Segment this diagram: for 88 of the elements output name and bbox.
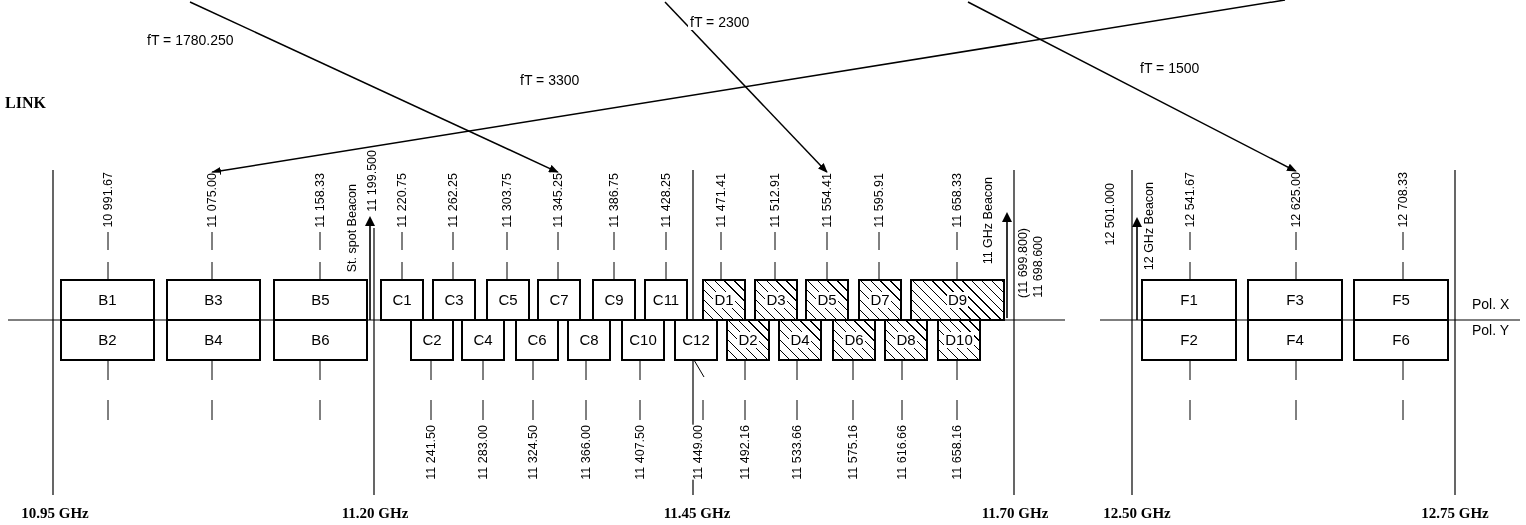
channel-box bbox=[674, 319, 718, 361]
channel-label: C9 bbox=[603, 292, 625, 308]
channel-label: C8 bbox=[578, 332, 600, 348]
channel-label: D3 bbox=[765, 292, 787, 308]
link-heading: LINK bbox=[5, 94, 46, 112]
channel-label: C2 bbox=[421, 332, 443, 348]
channel-label: C3 bbox=[443, 292, 465, 308]
hatched-channel-box bbox=[832, 319, 876, 361]
channel-label: B2 bbox=[97, 332, 118, 348]
channel-label: D10 bbox=[944, 332, 974, 348]
channel-label: F5 bbox=[1391, 292, 1411, 308]
hatched-channel-box bbox=[805, 279, 849, 321]
channel-box bbox=[592, 279, 636, 321]
channel-label: D7 bbox=[869, 292, 891, 308]
edge-label: fT = 1780.250 bbox=[145, 32, 236, 48]
channel-box bbox=[273, 279, 368, 321]
channel-label: D4 bbox=[789, 332, 811, 348]
channel-label: B3 bbox=[203, 292, 224, 308]
channel-box bbox=[166, 319, 261, 361]
channel-label: D1 bbox=[713, 292, 735, 308]
channel-label: F4 bbox=[1285, 332, 1305, 348]
edge-label: fT = 1500 bbox=[1138, 60, 1202, 76]
hatched-channel-box bbox=[910, 279, 1005, 321]
channel-box bbox=[621, 319, 665, 361]
channel-label: C7 bbox=[548, 292, 570, 308]
channel-box bbox=[166, 279, 261, 321]
edge-label: fT = 3300 bbox=[518, 72, 582, 88]
channel-box bbox=[432, 279, 476, 321]
hatched-channel-box bbox=[702, 279, 746, 321]
channel-box bbox=[380, 279, 424, 321]
arrow bbox=[967, 1, 1297, 173]
channel-label: C6 bbox=[526, 332, 548, 348]
channel-box bbox=[1247, 279, 1343, 321]
polarization-label: Pol. X bbox=[1472, 296, 1510, 312]
channel-box bbox=[273, 319, 368, 361]
arrow bbox=[664, 1, 828, 174]
band-edge-label: 11.70 GHz bbox=[981, 505, 1049, 522]
channel-box bbox=[60, 279, 155, 321]
channel-label: C5 bbox=[497, 292, 519, 308]
channel-label: D5 bbox=[816, 292, 838, 308]
channel-box bbox=[644, 279, 688, 321]
channel-box bbox=[1141, 279, 1237, 321]
channel-box bbox=[1353, 279, 1449, 321]
channel-box bbox=[1353, 319, 1449, 361]
frequency-label: St. spot Beacon bbox=[344, 183, 360, 272]
band-edge-label: 10.95 GHz bbox=[21, 505, 89, 522]
channel-label: C12 bbox=[681, 332, 711, 348]
channel-label: B4 bbox=[203, 332, 224, 348]
channel-label: C10 bbox=[628, 332, 658, 348]
channel-label: D2 bbox=[737, 332, 759, 348]
channel-label: C4 bbox=[472, 332, 494, 348]
channel-box bbox=[486, 279, 530, 321]
hatched-channel-box bbox=[778, 319, 822, 361]
band-edge-label: 12.75 GHz bbox=[1421, 505, 1489, 522]
channel-label: C11 bbox=[651, 292, 681, 308]
hatched-channel-box bbox=[858, 279, 902, 321]
channel-label: F2 bbox=[1179, 332, 1199, 348]
channel-label: B5 bbox=[310, 292, 331, 308]
channel-label: B1 bbox=[97, 292, 118, 308]
edge-label: fT = 2300 bbox=[688, 14, 752, 30]
hatched-channel-box bbox=[754, 279, 798, 321]
channel-label: C1 bbox=[391, 292, 413, 308]
channel-label: F3 bbox=[1285, 292, 1305, 308]
channel-label: D6 bbox=[843, 332, 865, 348]
polarization-label: Pol. Y bbox=[1472, 322, 1510, 338]
channel-box bbox=[60, 319, 155, 361]
band-edge-label: 11.45 GHz bbox=[663, 505, 731, 522]
arrow bbox=[189, 1, 559, 174]
channel-label: B6 bbox=[310, 332, 331, 348]
channel-box bbox=[1141, 319, 1237, 361]
channel-box bbox=[515, 319, 559, 361]
hatched-channel-box bbox=[726, 319, 770, 361]
frequency-label: 11 075.00 bbox=[204, 173, 220, 228]
channel-label: F6 bbox=[1391, 332, 1411, 348]
channel-box bbox=[1247, 319, 1343, 361]
hatched-channel-box bbox=[884, 319, 928, 361]
channel-box bbox=[461, 319, 505, 361]
band-edge-label: 12.50 GHz bbox=[1103, 505, 1171, 522]
channel-box bbox=[410, 319, 454, 361]
channel-box bbox=[567, 319, 611, 361]
channel-box bbox=[537, 279, 581, 321]
frequency-label: (11 699.800) bbox=[1015, 228, 1031, 298]
channel-label: D9 bbox=[946, 292, 969, 308]
channel-label: D8 bbox=[895, 332, 917, 348]
arrow bbox=[211, 0, 1286, 175]
hatched-channel-box bbox=[937, 319, 981, 361]
band-edge-label: 11.20 GHz bbox=[341, 505, 409, 522]
channel-label: F1 bbox=[1179, 292, 1199, 308]
